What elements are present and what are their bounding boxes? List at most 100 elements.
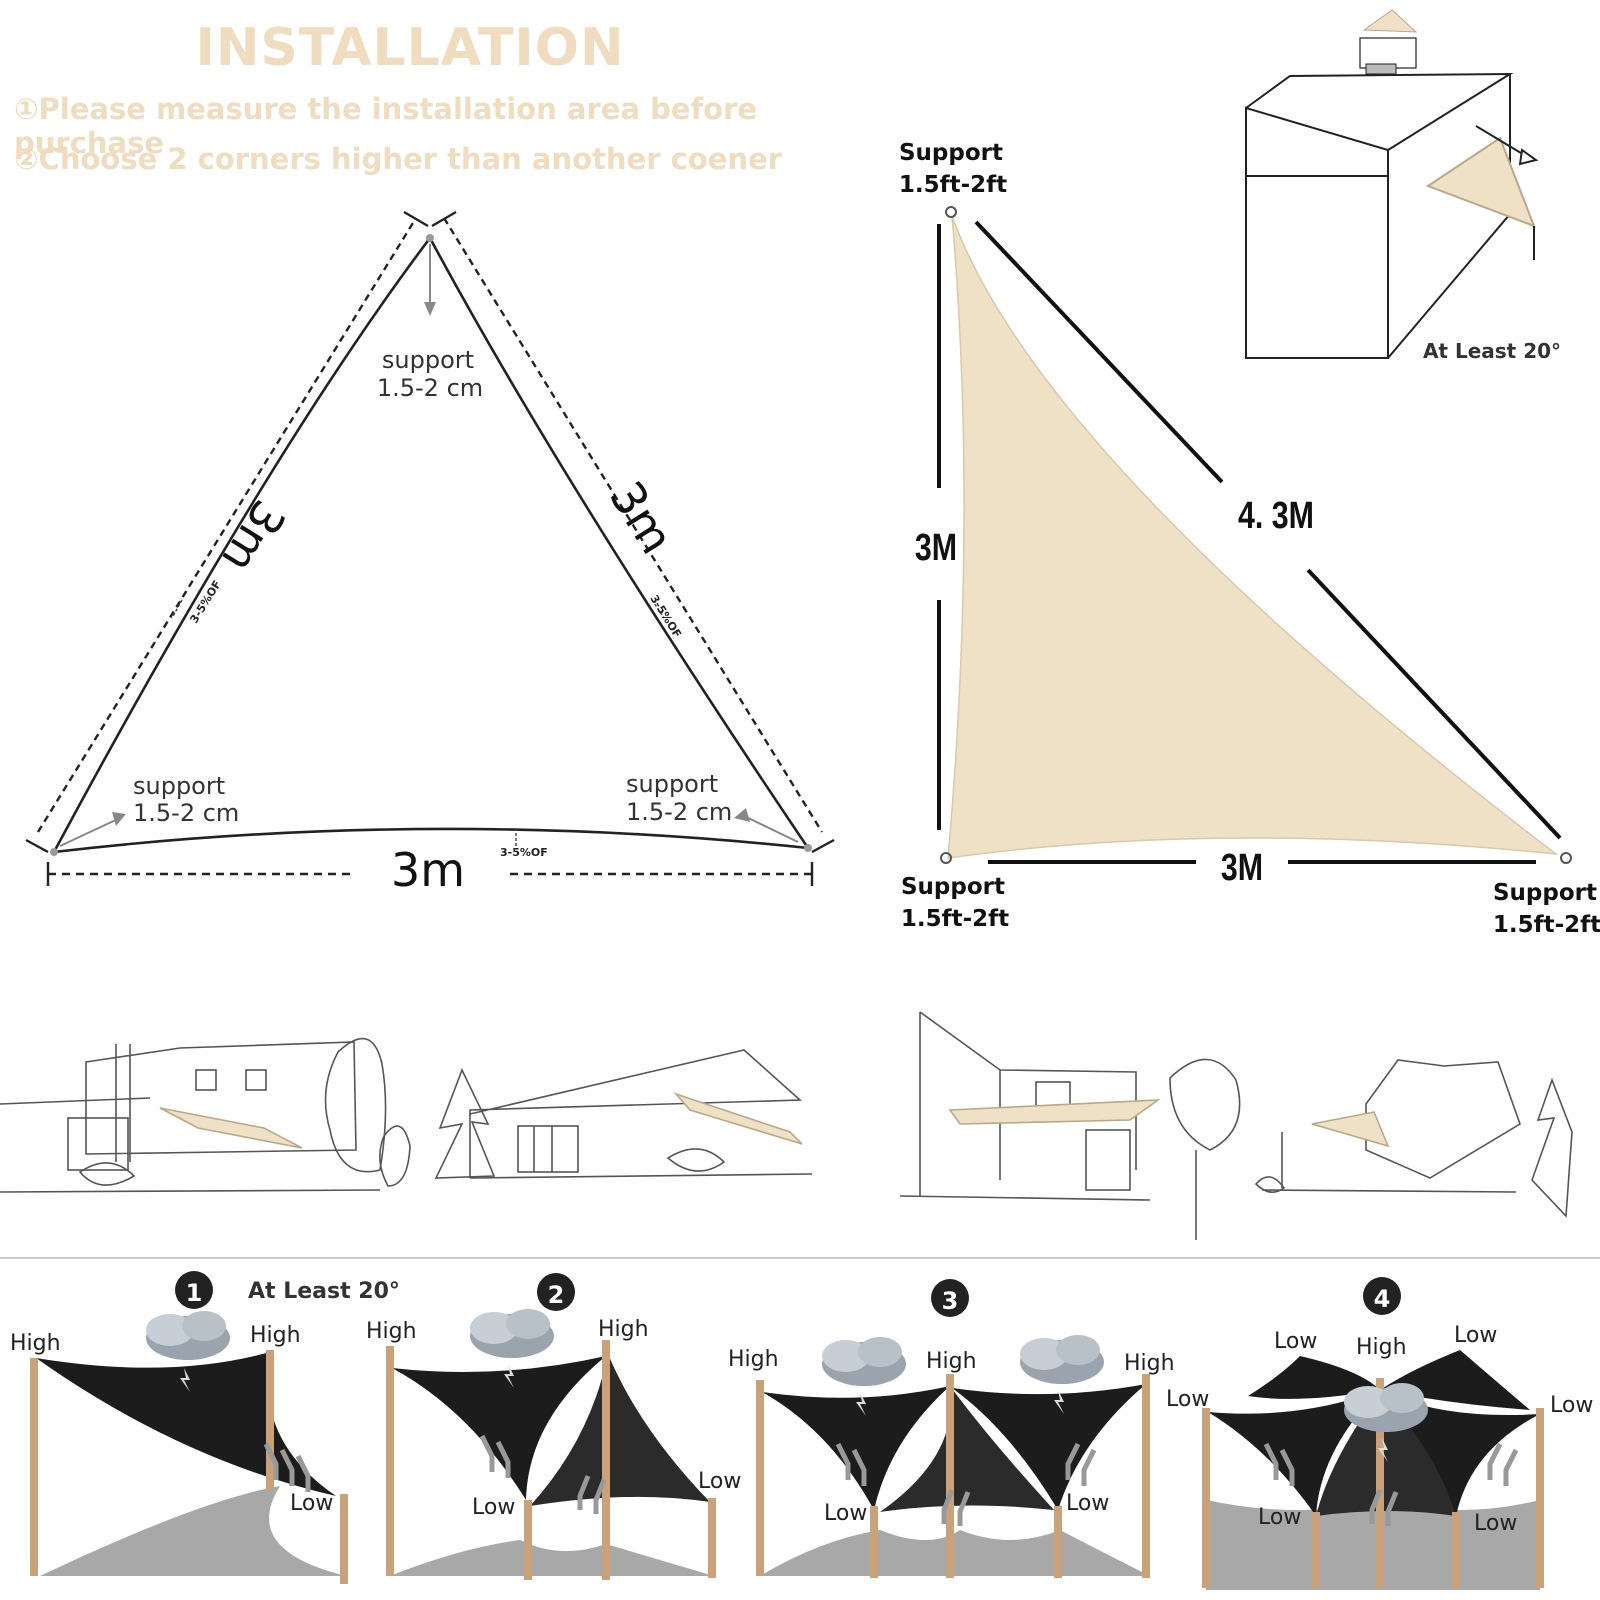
- dark-shade-sail: [36, 1352, 336, 1496]
- right-support-value: 1.5-2 cm: [626, 798, 732, 826]
- installation-title: INSTALLATION: [195, 18, 625, 78]
- water-arrows: [263, 1442, 311, 1492]
- top-corner-ring: [426, 234, 434, 242]
- vertical-side-length: 3M: [915, 527, 957, 569]
- low-label: Low: [1454, 1323, 1497, 1348]
- angle-box-sketch: [1245, 9, 1539, 359]
- water-arrows: [835, 1442, 1097, 1526]
- high-label: High: [926, 1349, 977, 1374]
- pole: [1452, 1512, 1460, 1588]
- hypotenuse-dimension-line: [1306, 568, 1562, 840]
- dark-shade-sail: [530, 1354, 710, 1506]
- step-number: 2: [548, 1281, 565, 1309]
- low-label: Low: [824, 1501, 867, 1526]
- hypotenuse-length: 4. 3M: [1238, 495, 1314, 537]
- left-support-arrow: [59, 817, 121, 847]
- high-label: High: [728, 1347, 779, 1372]
- pole: [1376, 1378, 1384, 1588]
- right-triangle-diagram: 3M 3M 4. 3M Support 1.5ft-2ft Support 1.…: [899, 9, 1600, 938]
- low-label: Low: [472, 1495, 515, 1520]
- slack-markers: [171, 599, 665, 848]
- pole: [1202, 1408, 1210, 1588]
- triangle-sail-outline: [51, 235, 811, 854]
- low-label: Low: [290, 1491, 333, 1516]
- building-sketch-2: [434, 1049, 813, 1179]
- left-support-label: support: [133, 772, 225, 800]
- building-sketch-4: [1254, 1059, 1573, 1218]
- step-badge: [1363, 1277, 1401, 1315]
- drainage-panel-4: Low High Low Low Low Low Low: [1166, 1323, 1593, 1590]
- low-label: Low: [1474, 1511, 1517, 1536]
- left-corner-ring: [50, 848, 58, 856]
- top-support-label: Support: [899, 140, 1003, 166]
- low-label: Low: [1550, 1393, 1593, 1418]
- water-arrows: [1263, 1442, 1519, 1526]
- left-dimension-tick: [25, 838, 49, 854]
- bottom-right-corner-ring: [1560, 852, 1572, 864]
- top-support-arrowhead: [424, 302, 436, 316]
- right-dimension-tick: [431, 210, 457, 228]
- left-support-value: 1.5-2 cm: [133, 799, 239, 827]
- rain-cloud-icon: [1020, 1335, 1104, 1414]
- step-badge: [931, 1279, 969, 1317]
- left-dimension-tick: [403, 210, 429, 228]
- dark-shade-sail: [762, 1386, 950, 1510]
- equilateral-triangle-diagram: 3m 3m 3m support 1.5-2 cm support 1.5-2 …: [25, 210, 835, 897]
- high-label: High: [1124, 1351, 1175, 1376]
- sail-shadow: [390, 1540, 714, 1576]
- low-label: Low: [1166, 1387, 1209, 1412]
- building-sketch-1: [0, 1037, 411, 1193]
- right-support-label: support: [626, 770, 718, 798]
- right-corner-ring: [804, 844, 812, 852]
- dark-shade-sail: [1208, 1390, 1380, 1516]
- pole: [602, 1340, 610, 1580]
- left-support-arrowhead: [112, 812, 126, 826]
- rain-cloud-icon: [146, 1311, 230, 1392]
- left-side-length: 3m: [211, 491, 296, 582]
- water-arrows: [479, 1434, 607, 1514]
- top-support-value: 1.5ft-2ft: [899, 172, 1007, 198]
- high-label: High: [250, 1323, 301, 1348]
- building-sketch-3: [899, 1011, 1241, 1240]
- rain-cloud-icon: [1344, 1383, 1428, 1462]
- step-number: 3: [942, 1287, 959, 1315]
- dark-shade-sail: [392, 1356, 606, 1500]
- pole: [1142, 1374, 1150, 1578]
- dark-shade-sail: [880, 1386, 1054, 1512]
- drainage-section: 1 2 3 4 At Least 20° High: [10, 1271, 1593, 1590]
- pole: [946, 1374, 954, 1578]
- bottom-left-support-label: Support: [901, 874, 1005, 900]
- bottom-left-corner-ring: [940, 852, 952, 864]
- pole: [386, 1346, 394, 1576]
- right-dimension-tick: [811, 838, 835, 854]
- pole: [30, 1358, 38, 1576]
- pole: [1312, 1512, 1320, 1588]
- step-badge: [175, 1271, 213, 1309]
- bottom-side-length: 3M: [1221, 847, 1263, 889]
- top-corner-ring: [945, 206, 957, 218]
- high-label: High: [366, 1319, 417, 1344]
- instruction-corners: ②Choose 2 corners higher than another co…: [14, 142, 783, 176]
- step-badge: [537, 1273, 575, 1311]
- low-label: Low: [698, 1469, 741, 1494]
- hypotenuse-dimension-line: [974, 220, 1224, 484]
- bottom-side-length: 3m: [391, 843, 465, 897]
- pole: [1054, 1506, 1062, 1578]
- top-support-label: support: [382, 346, 474, 374]
- beige-shade-sail: [947, 215, 1559, 859]
- pole: [524, 1500, 532, 1580]
- high-label: High: [598, 1317, 649, 1342]
- high-label: High: [10, 1331, 61, 1356]
- dark-shade-sail: [1316, 1392, 1456, 1516]
- pole: [266, 1350, 274, 1490]
- dark-shade-sail: [952, 1384, 1146, 1510]
- low-label: Low: [1274, 1329, 1317, 1354]
- drainage-panel-3: High High High Low Low: [728, 1335, 1175, 1578]
- top-support-value: 1.5-2 cm: [377, 374, 483, 402]
- right-support-arrow: [739, 813, 799, 843]
- sail-shadow: [760, 1530, 1150, 1576]
- step-number: 1: [186, 1279, 203, 1307]
- high-label: High: [1356, 1335, 1407, 1360]
- sail-shadow: [40, 1486, 346, 1576]
- left-dimension-line: [36, 217, 418, 833]
